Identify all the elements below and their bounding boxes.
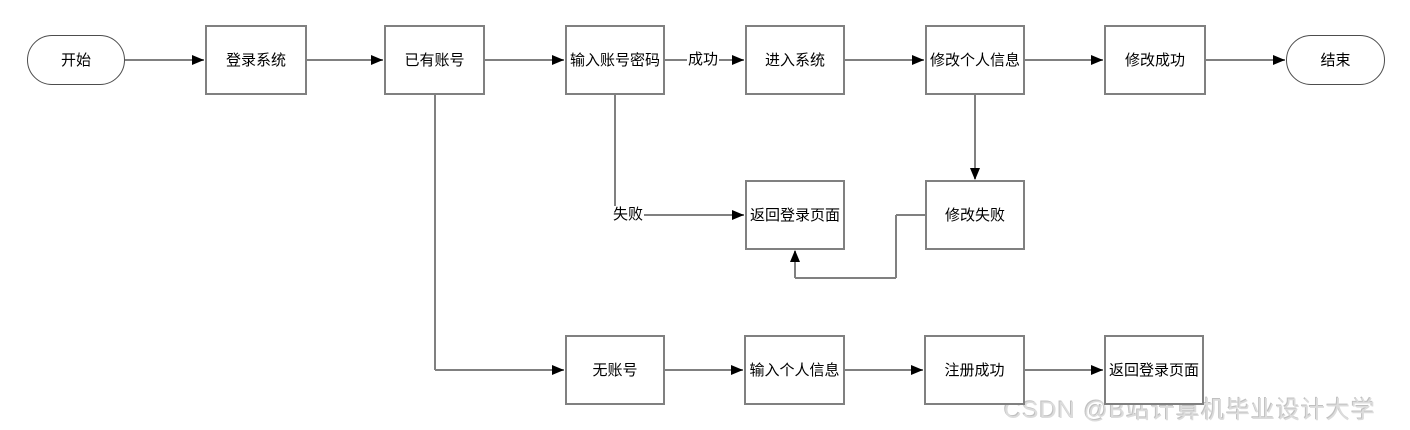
node-end: 结束 [1286,35,1385,85]
arrowhead-icon [732,55,744,65]
node-label: 返回登录页面 [749,206,840,224]
edge-label-credentials-to-entersystem: 成功 [687,51,720,70]
arrowhead-icon [970,168,980,180]
node-label: 返回登录页面 [1108,361,1199,379]
node-edit-profile: 修改个人信息 [925,25,1025,95]
node-login-system: 登录系统 [205,25,307,95]
node-register-success: 注册成功 [924,335,1025,405]
edge-segment [1206,59,1285,61]
node-edit-success: 修改成功 [1104,25,1206,95]
node-label: 无账号 [592,361,638,379]
edge-segment [1025,369,1103,371]
node-back-to-login-2: 返回登录页面 [1104,335,1204,405]
node-label: 结束 [1320,51,1351,69]
node-start: 开始 [27,35,125,85]
edge-segment [896,214,925,216]
node-label: 进入系统 [764,51,825,69]
node-no-account: 无账号 [565,335,665,405]
edge-segment [665,369,743,371]
node-label: 已有账号 [404,51,465,69]
edge-segment [974,95,976,179]
node-label: 注册成功 [944,361,1005,379]
edge-segment [125,59,204,61]
node-label: 修改成功 [1124,51,1185,69]
arrowhead-icon [1091,365,1103,375]
arrowhead-icon [912,55,924,65]
node-label: 输入账号密码 [569,51,660,69]
arrowhead-icon [1273,55,1285,65]
edge-segment [794,251,796,278]
edge-segment [614,95,616,215]
edge-segment [307,59,383,61]
node-enter-credentials: 输入账号密码 [565,25,665,95]
arrowhead-icon [790,250,800,262]
edge-segment [434,95,436,370]
arrowhead-icon [552,55,564,65]
edge-segment [845,369,923,371]
arrowhead-icon [731,365,743,375]
node-label: 修改失败 [944,206,1005,224]
arrowhead-icon [732,210,744,220]
arrowhead-icon [192,55,204,65]
edge-segment [795,277,896,279]
arrowhead-icon [911,365,923,375]
node-edit-fail: 修改失败 [925,180,1025,250]
arrowhead-icon [1091,55,1103,65]
edge-segment [615,214,744,216]
edge-label-credentials-to-backlogin: 失败 [612,206,645,225]
node-label: 登录系统 [225,51,286,69]
edge-segment [845,59,924,61]
arrowhead-icon [552,365,564,375]
node-label: 输入个人信息 [749,361,840,379]
edge-segment [485,59,564,61]
node-label: 修改个人信息 [929,51,1020,69]
edge-segment [1025,59,1103,61]
node-back-to-login: 返回登录页面 [745,180,845,250]
node-label: 开始 [60,51,91,69]
node-enter-system: 进入系统 [745,25,845,95]
edge-segment [435,369,564,371]
arrowhead-icon [371,55,383,65]
node-has-account: 已有账号 [384,25,485,95]
node-enter-personal-info: 输入个人信息 [744,335,845,405]
edge-segment [895,215,897,278]
